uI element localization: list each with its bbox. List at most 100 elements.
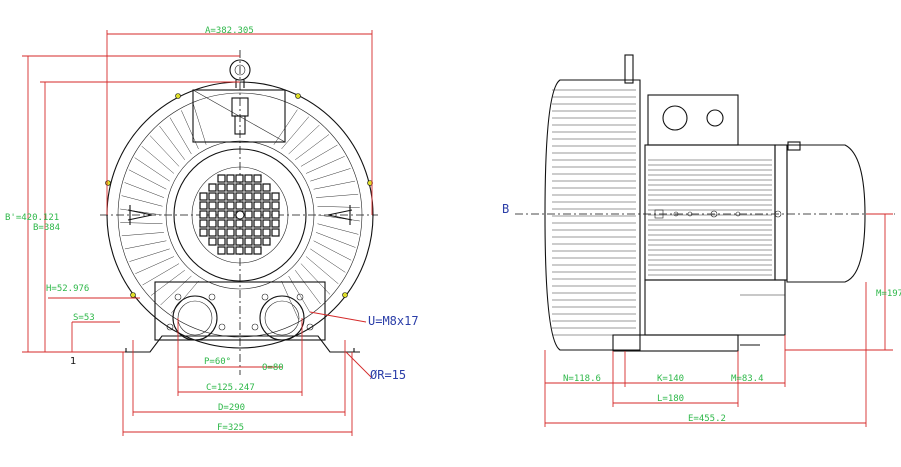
grille-cell [226,174,235,183]
grille-cell [208,192,217,201]
base-feet [120,335,360,353]
grille-cell [217,183,226,192]
grille-cell [271,219,280,228]
grille-cell [217,237,226,246]
shaft-center [235,210,245,220]
fin-line [124,240,167,250]
fin-line [305,156,345,174]
grille-cell [262,219,271,228]
grille-cell [244,228,253,237]
grille-cell [253,174,262,183]
fan-grille [199,174,280,255]
fin-line [310,168,351,182]
dim-m-height: M=197 [876,289,901,299]
grille-cell [235,246,244,255]
fin-line [273,109,298,145]
fin-line [295,134,330,161]
grille-cell [235,183,244,192]
grille-cell [208,201,217,210]
grille-cell [226,210,235,219]
fin-line [121,195,163,207]
lifting-eye-side [624,54,634,84]
fin-line [129,248,170,262]
fan-cover [173,148,307,282]
fin-line [300,263,331,295]
reference-mark: 1 [70,356,76,367]
grille-cell [253,201,262,210]
fin-line [124,182,165,198]
grille-cell [253,228,262,237]
grille-cell [208,237,217,246]
grille-cell [235,192,244,201]
dim-m-width: M=83.4 [731,374,764,384]
grille-cell [235,174,244,183]
grille-cell [262,210,271,219]
grille-cell [262,201,271,210]
terminal-box [192,89,286,143]
dim-s: S=53 [73,313,95,323]
grille-cell [235,219,244,228]
grille-cell [217,210,226,219]
lifting-eye [229,59,251,81]
fin-line [305,256,339,285]
grille-cell [217,192,226,201]
grille-cell [244,246,253,255]
fin-line [317,206,360,208]
dim-d: D=290 [218,403,245,413]
dim-n: N=118.6 [563,374,601,384]
grille-cell [253,246,262,255]
nameplate-marks [654,209,782,219]
inlet-port [172,295,218,341]
grille-cell [271,192,280,201]
dim-p: P=60° [204,357,231,367]
dim-c: C=125.247 [206,383,255,393]
fin-line [300,144,338,167]
grille-cell [208,183,217,192]
port-bolts [166,293,314,331]
grille-cell [244,219,253,228]
fin-line [281,116,310,150]
grille-cell [217,201,226,210]
side-dimension-lines [544,213,893,427]
grille-cell [235,201,244,210]
fin-line [294,270,321,305]
grille-cell [253,210,262,219]
grille-cell [226,219,235,228]
fin-line [193,104,207,145]
grille-cell [244,201,253,210]
callout-u: U=M8x17 [368,314,419,328]
fin-line [317,223,359,235]
housing-inner-ring [117,92,363,338]
dim-f: F=325 [217,423,244,433]
dim-b-prime: B'=420.121 [5,213,59,223]
grille-cell [208,228,217,237]
fin-line [315,232,356,248]
grille-cell [262,237,271,246]
grille-cell [226,192,235,201]
fin-line [288,124,320,155]
grille-cell [244,237,253,246]
side-label-b: B [502,202,509,216]
fin-line [317,214,360,222]
grille-cell [226,183,235,192]
left-flow-mark [127,205,153,225]
fan-cover-ring [165,140,315,290]
grille-cell [262,192,271,201]
grille-cell [226,201,235,210]
front-dimension-lines [22,30,373,436]
grille-cell [253,183,262,192]
grille-cell [208,210,217,219]
grille-cell [217,219,226,228]
grille-cell [244,210,253,219]
terminal-box-side [647,94,739,146]
fin-line [141,145,175,174]
grille-cell [226,237,235,246]
fin-line [159,125,186,160]
grille-cell [199,228,208,237]
outlet-port [259,295,305,341]
grille-cell [244,183,253,192]
grille-cell [217,174,226,183]
fin-line [128,169,167,190]
motor-fins [648,159,772,276]
